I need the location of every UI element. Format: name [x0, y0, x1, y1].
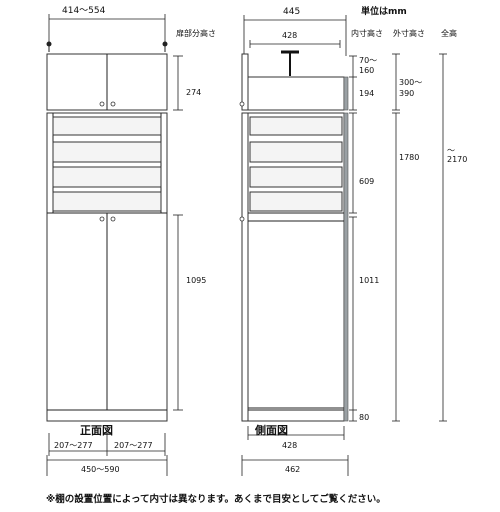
footnote: ※棚の設置位置によって内寸は異なります。あくまで目安としてご覧ください。 — [46, 493, 386, 505]
side-outer-upper-line1: 300～ — [399, 78, 422, 87]
front-view-caption: 正面図 — [80, 423, 113, 437]
side-top-depth-dimension: 445 — [243, 7, 347, 56]
front-door-width-left: 207～277 — [54, 441, 93, 450]
front-door-width-right: 207～277 — [114, 441, 153, 450]
side-total-line1: ～ — [447, 146, 455, 155]
side-inner-bottom-depth-dimension: 428 — [247, 426, 345, 450]
side-inner-height-dimensions: 70～ 160 194 609 1011 80 — [349, 55, 379, 422]
side-upper-inner-label: 194 — [359, 89, 374, 98]
front-base-width-dimension: 450～590 — [46, 455, 168, 476]
side-bottom-depth-dimension: 462 — [241, 455, 349, 476]
side-lower-inner-label: 1011 — [359, 276, 379, 285]
side-inner-bottom-depth-label: 428 — [282, 441, 297, 450]
front-door-width-dimension: 207～277 207～277 — [48, 433, 166, 456]
front-base-width-label: 450～590 — [81, 465, 120, 474]
side-total-height-dimension: ～ 2170 — [439, 53, 467, 422]
side-inner-top-depth-dimension: 428 — [249, 31, 341, 48]
side-upper-cabinet — [239, 53, 349, 111]
side-total-line2: 2170 — [447, 155, 467, 164]
side-gap-top-line1: 70～ — [359, 56, 377, 65]
side-column-headers: 内寸高さ 外寸高さ 全高 — [351, 28, 457, 38]
front-top-width-label: 414～554 — [62, 6, 106, 16]
side-outer-lower-label: 1780 — [399, 153, 419, 162]
side-outer-upper-line2: 390 — [399, 89, 414, 98]
unit-note: 単位はmm — [361, 5, 407, 17]
side-outer-height-dimensions: 300～ 390 1780 — [392, 53, 422, 422]
front-top-width-dimension: 414～554 — [48, 6, 166, 45]
header-inner-height: 内寸高さ — [351, 28, 383, 38]
side-base-inner-label: 80 — [359, 413, 369, 422]
side-main-body — [239, 112, 349, 422]
front-upper-height-label: 274 — [186, 88, 201, 97]
header-total-height: 全高 — [441, 28, 457, 38]
side-middle-inner-label: 609 — [359, 177, 374, 186]
front-lower-height-label: 1095 — [186, 276, 206, 285]
side-view-caption: 側面図 — [254, 423, 288, 437]
side-inner-top-depth-label: 428 — [282, 31, 297, 40]
tension-pin-icon — [46, 41, 168, 52]
front-main-body — [46, 112, 168, 422]
front-upper-height-dimension: 扉部分高さ 274 — [173, 28, 216, 111]
front-lower-height-dimension: 1095 — [173, 214, 206, 411]
front-upper-cabinet — [46, 53, 168, 111]
tension-pole-icon — [281, 50, 299, 76]
side-bottom-depth-label: 462 — [285, 465, 300, 474]
front-door-height-header: 扉部分高さ — [176, 28, 216, 38]
header-outer-height: 外寸高さ — [393, 28, 425, 38]
side-gap-top-line2: 160 — [359, 66, 374, 75]
side-top-depth-label: 445 — [283, 7, 300, 17]
